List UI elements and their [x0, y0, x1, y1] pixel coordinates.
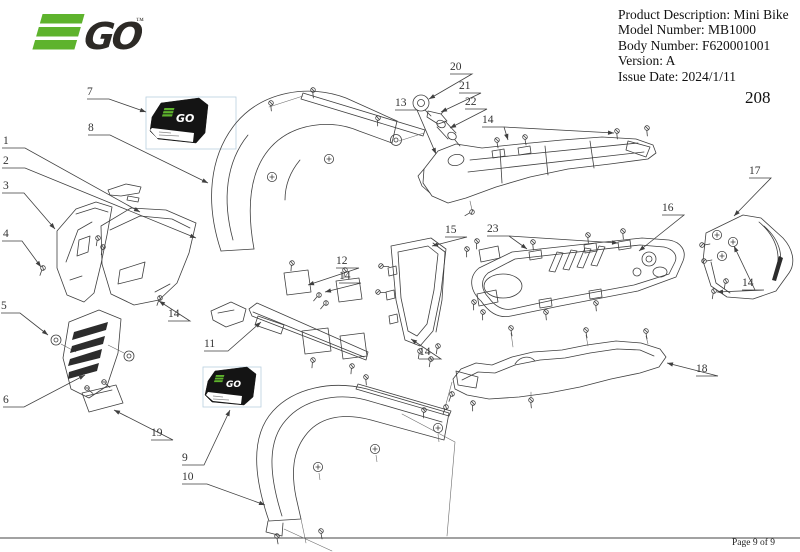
info-line: Product Description: Mini Bike — [618, 7, 789, 22]
info-line: Body Number: F620001001 — [618, 37, 771, 53]
callout-17: 17 — [733, 165, 772, 217]
svg-text:14: 14 — [419, 346, 431, 358]
callout-16: 16 — [638, 202, 686, 252]
callout-9: 9 — [182, 409, 231, 466]
callout-5: 5 — [1, 300, 49, 336]
part-lower-skid — [445, 332, 667, 405]
svg-text:22: 22 — [465, 96, 477, 108]
svg-text:14: 14 — [482, 114, 494, 126]
callout-14: 14 — [158, 300, 192, 322]
callout-15: 15 — [431, 224, 468, 247]
svg-text:14: 14 — [168, 308, 180, 320]
callout-8: 8 — [88, 122, 209, 184]
callout-10: 10 — [182, 471, 266, 506]
callout-14: 14 — [482, 114, 615, 141]
part-upper-bracket — [107, 183, 142, 203]
svg-text:16: 16 — [662, 202, 674, 214]
callout-19: 19 — [113, 409, 174, 441]
callout-18: 18 — [666, 362, 719, 377]
svg-text:17: 17 — [749, 165, 761, 177]
callout-2: 2 — [2, 155, 197, 239]
svg-text:GO: GO — [226, 380, 241, 390]
part-slatted-guard — [62, 309, 122, 399]
callout-20: 20 — [428, 61, 474, 100]
svg-text:20: 20 — [450, 61, 462, 73]
callout-12: 12 — [307, 255, 360, 286]
callout-21: 21 — [440, 80, 482, 113]
part-bracket-group — [210, 269, 369, 361]
sheet-number: 208 — [745, 88, 771, 107]
svg-text:6: 6 — [3, 394, 9, 406]
svg-text:3: 3 — [3, 180, 9, 192]
part-right-side-panel — [100, 207, 197, 306]
info-line: Model Number: MB1000 — [618, 22, 756, 38]
ego-decal-9: GO — [202, 366, 262, 408]
part-rear-fender-trim — [355, 383, 452, 417]
callout-23: 23 — [487, 223, 619, 250]
part-side-cover — [702, 214, 794, 300]
svg-text:14: 14 — [742, 277, 754, 289]
info-line: Version: A — [618, 53, 676, 69]
svg-text:21: 21 — [459, 80, 471, 92]
svg-text:10: 10 — [182, 471, 194, 483]
callout-22: 22 — [449, 96, 488, 129]
svg-text:4: 4 — [3, 228, 9, 240]
svg-text:9: 9 — [182, 452, 188, 464]
callout-3: 3 — [2, 180, 56, 230]
part-fender-trim — [268, 92, 426, 146]
svg-text:8: 8 — [88, 122, 94, 134]
svg-text:23: 23 — [487, 223, 499, 235]
callout-14: 14 — [410, 338, 443, 360]
svg-text:1: 1 — [3, 135, 9, 147]
callout-13: 13 — [395, 97, 437, 155]
svg-text:11: 11 — [204, 338, 215, 350]
page-footer: Page 9 of 9 — [732, 538, 776, 548]
part-left-side-panel — [56, 201, 113, 303]
svg-text:18: 18 — [696, 363, 708, 375]
part-pivot-bushing — [412, 94, 432, 117]
callout-layer: 1234567891011121314141414141516171819202… — [1, 61, 772, 506]
part-frame-rail — [417, 136, 657, 211]
callout-6: 6 — [3, 374, 86, 408]
svg-text:7: 7 — [87, 86, 93, 98]
info-line: Issue Date: 2024/1/11 — [618, 68, 736, 84]
callout-14: 14 — [716, 245, 765, 294]
svg-text:2: 2 — [3, 155, 9, 167]
callout-7: 7 — [87, 86, 147, 113]
part-center-skid-plate — [471, 237, 685, 318]
part-battery-bracket — [385, 237, 447, 347]
svg-text:19: 19 — [151, 427, 163, 439]
part-spacer-cylinder — [436, 119, 461, 147]
svg-text:12: 12 — [336, 255, 348, 267]
callout-14: 14 — [324, 270, 362, 293]
part-lower-plate — [81, 384, 124, 413]
svg-text:5: 5 — [1, 300, 7, 312]
part-front-fender — [211, 90, 398, 252]
trademark-symbol: ™ — [136, 16, 144, 25]
callout-1: 1 — [2, 135, 141, 213]
callout-4: 4 — [2, 228, 42, 268]
svg-text:GO: GO — [176, 112, 194, 125]
ego-logo: GO ™ — [32, 14, 148, 58]
svg-text:14: 14 — [339, 270, 351, 282]
svg-text:13: 13 — [395, 97, 407, 109]
ego-decal-7: GO — [145, 96, 237, 150]
svg-text:15: 15 — [445, 224, 457, 236]
part-rear-fender — [256, 384, 456, 552]
callout-11: 11 — [204, 321, 262, 352]
